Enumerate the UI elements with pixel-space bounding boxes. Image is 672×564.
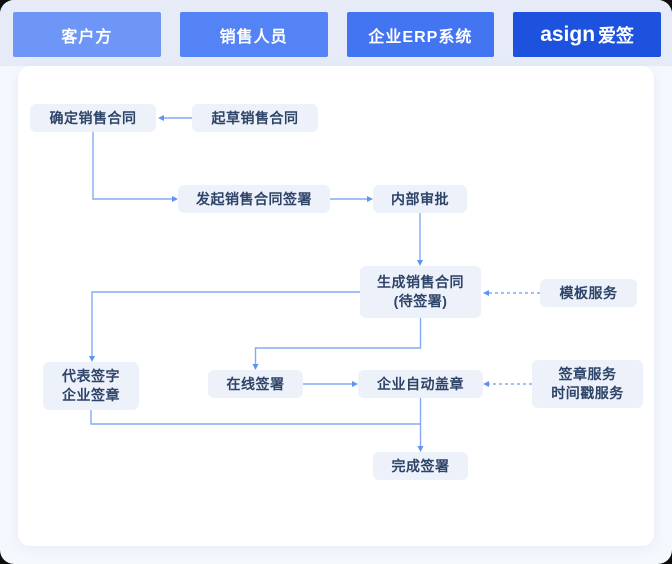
edge-repsign-to-finish xyxy=(90,410,421,425)
tab-customer-label: 客户方 xyxy=(61,28,113,46)
node-label-line1: 生成销售合同 xyxy=(377,274,464,290)
node-internal-approval: 内部审批 xyxy=(373,185,467,213)
node-label: 模板服务 xyxy=(559,284,618,301)
node-label: 内部审批 xyxy=(391,190,449,207)
node-online-sign: 在线签署 xyxy=(208,370,303,398)
tab-erp-label: 企业ERP系统 xyxy=(368,28,473,46)
node-label: 起草销售合同 xyxy=(211,109,299,126)
asign-logo: asign xyxy=(540,22,596,46)
tab-customer[interactable]: 客户方 xyxy=(13,12,161,57)
node-label-line1: 代表签字 xyxy=(62,368,120,384)
node-label: 企业自动盖章 xyxy=(377,375,464,392)
tab-asign-brand[interactable]: asign 爱签 xyxy=(513,12,661,57)
tab-sales[interactable]: 销售人员 xyxy=(179,12,328,57)
node-rep-sign-seal: 代表签字 企业签章 xyxy=(43,362,139,410)
node-initiate-signing: 发起销售合同签署 xyxy=(178,185,330,213)
node-label: 在线签署 xyxy=(226,375,285,392)
node-label: 确定销售合同 xyxy=(49,109,137,126)
node-confirm-contract: 确定销售合同 xyxy=(30,104,156,132)
node-finish-sign: 完成签署 xyxy=(373,452,468,480)
flowchart-panel: 确定销售合同 起草销售合同 发起销售合同签署 内部审批 生成销售合同 (待签署)… xyxy=(18,66,654,546)
lane-header-bar: 客户方 销售人员 企业ERP系统 asign 爱签 xyxy=(0,0,672,66)
node-label-line2: (待签署) xyxy=(393,293,448,309)
edge-generate-to-online xyxy=(252,318,422,370)
node-template-service: 模板服务 xyxy=(540,279,637,307)
tab-sales-label: 销售人员 xyxy=(219,28,288,46)
node-label-line1: 签章服务 xyxy=(558,366,617,382)
node-label-line2: 时间戳服务 xyxy=(551,385,624,401)
node-label-line2: 企业签章 xyxy=(62,387,120,403)
node-label: 完成签署 xyxy=(391,457,450,474)
edge-generate-to-repsign xyxy=(89,291,360,362)
node-seal-timestamp-service: 签章服务 时间戳服务 xyxy=(532,360,643,408)
node-label: 发起销售合同签署 xyxy=(196,190,312,207)
tab-erp[interactable]: 企业ERP系统 xyxy=(346,12,495,57)
node-generate-contract: 生成销售合同 (待签署) xyxy=(360,266,481,318)
asign-logo-cjk: 爱签 xyxy=(598,25,635,46)
node-auto-stamp: 企业自动盖章 xyxy=(358,370,483,398)
edge-confirm-to-initiate xyxy=(92,132,178,202)
node-draft-contract: 起草销售合同 xyxy=(192,104,318,132)
